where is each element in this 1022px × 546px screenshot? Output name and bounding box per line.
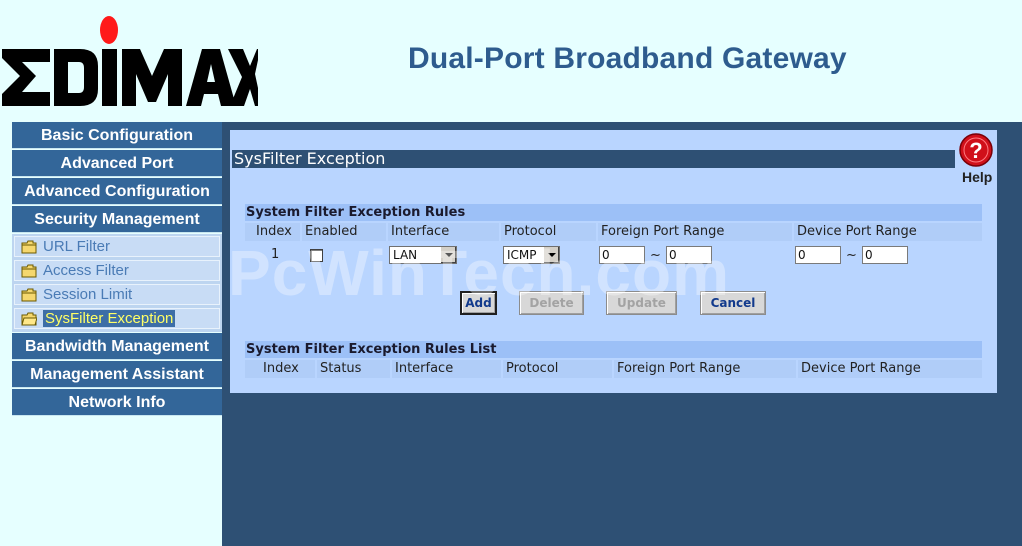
folder-icon	[21, 288, 37, 302]
col-protocol: Protocol	[501, 223, 596, 241]
device-port-from-input[interactable]: 0	[795, 246, 841, 264]
rule-index: 1	[271, 247, 280, 262]
security-submenu: URL Filter Access Filter Session Limit S…	[12, 234, 222, 332]
list-col-index: Index	[245, 360, 315, 378]
list-column-headers: Index Status Interface Protocol Foreign …	[245, 360, 982, 378]
protocol-select[interactable]: ICMP	[503, 246, 560, 264]
col-foreign-port-range: Foreign Port Range	[598, 223, 792, 241]
list-col-device-port-range: Device Port Range	[798, 360, 982, 378]
list-col-interface: Interface	[392, 360, 501, 378]
foreign-port-to-input[interactable]: 0	[666, 246, 712, 264]
submenu-label: SysFilter Exception	[43, 310, 176, 327]
col-enabled: Enabled	[302, 223, 386, 241]
range-separator: ~	[846, 248, 857, 263]
delete-button[interactable]: Delete	[519, 291, 584, 315]
edimax-logo	[2, 16, 258, 106]
page-title: SysFilter Exception	[232, 150, 955, 168]
rules-column-headers: Index Enabled Interface Protocol Foreign…	[245, 223, 982, 241]
help-icon[interactable]: ?	[958, 133, 994, 169]
add-button[interactable]: Add	[460, 291, 497, 315]
col-interface: Interface	[388, 223, 499, 241]
rules-list-heading: System Filter Exception Rules List	[245, 341, 982, 358]
cancel-button[interactable]: Cancel	[700, 291, 766, 315]
menu-item-management-assistant[interactable]: Management Assistant	[12, 361, 222, 388]
device-port-to-input[interactable]: 0	[862, 246, 908, 264]
submenu-item-url-filter[interactable]: URL Filter	[14, 236, 220, 257]
product-title: Dual-Port Broadband Gateway	[408, 42, 847, 75]
interface-value: LAN	[393, 248, 418, 262]
list-col-status: Status	[317, 360, 390, 378]
submenu-label: Session Limit	[43, 286, 133, 303]
menu-item-network-info[interactable]: Network Info	[12, 389, 222, 416]
range-separator: ~	[650, 248, 661, 263]
chevron-down-icon	[543, 247, 559, 263]
enabled-checkbox[interactable]	[310, 249, 323, 262]
menu-item-advanced-port[interactable]: Advanced Port	[12, 150, 222, 177]
protocol-value: ICMP	[507, 248, 537, 262]
submenu-item-access-filter[interactable]: Access Filter	[14, 260, 220, 281]
rules-heading: System Filter Exception Rules	[245, 204, 982, 221]
col-index: Index	[245, 223, 300, 241]
submenu-item-sysfilter-exception[interactable]: SysFilter Exception	[14, 308, 220, 329]
folder-icon	[21, 240, 37, 254]
submenu-label: URL Filter	[43, 238, 110, 255]
update-button[interactable]: Update	[606, 291, 677, 315]
header: Dual-Port Broadband Gateway	[0, 0, 1022, 122]
col-device-port-range: Device Port Range	[794, 223, 982, 241]
submenu-item-session-limit[interactable]: Session Limit	[14, 284, 220, 305]
help-label[interactable]: Help	[962, 169, 993, 185]
folder-open-icon	[21, 312, 37, 326]
chevron-down-icon	[440, 247, 456, 263]
menu-item-advanced-configuration[interactable]: Advanced Configuration	[12, 178, 222, 205]
foreign-port-from-input[interactable]: 0	[599, 246, 645, 264]
submenu-label: Access Filter	[43, 262, 129, 279]
menu-item-basic-configuration[interactable]: Basic Configuration	[12, 122, 222, 149]
svg-text:?: ?	[969, 138, 982, 163]
list-col-protocol: Protocol	[503, 360, 612, 378]
interface-select[interactable]: LAN	[389, 246, 457, 264]
menu-item-bandwidth-management[interactable]: Bandwidth Management	[12, 333, 222, 360]
list-col-foreign-port-range: Foreign Port Range	[614, 360, 796, 378]
menu-item-security-management[interactable]: Security Management	[12, 206, 222, 233]
folder-icon	[21, 264, 37, 278]
